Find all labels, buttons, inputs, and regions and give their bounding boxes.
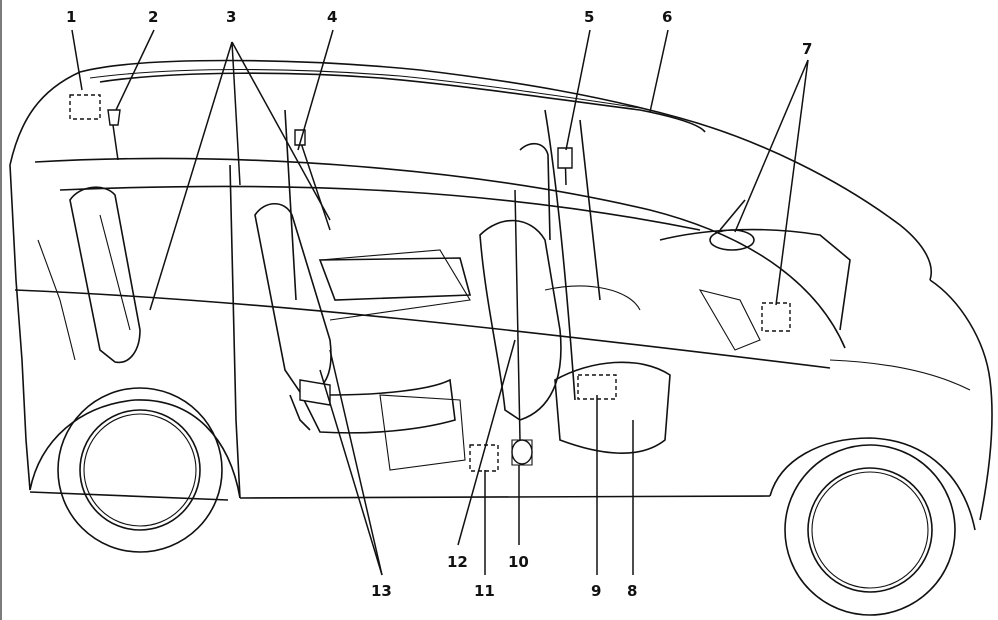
callout-4: 4 (327, 8, 337, 26)
callout-9: 9 (591, 582, 601, 600)
leader-lines (71, 29, 809, 576)
callout-7: 7 (802, 40, 812, 58)
callout-1: 1 (66, 8, 76, 26)
seat-belts (107, 109, 573, 441)
curtain-airbag-rail (99, 72, 706, 133)
cutaway-section-lines (14, 157, 846, 369)
pretensioner (511, 439, 533, 466)
callout-2: 2 (148, 8, 158, 26)
sensor-locations (69, 94, 791, 472)
front-passenger-seat (479, 142, 671, 454)
callout-labels: 1 2 3 4 5 6 7 8 9 10 11 12 13 (66, 8, 812, 600)
sensor-box-11 (469, 444, 499, 472)
callout-12: 12 (447, 553, 468, 571)
rear-wheel (57, 387, 223, 553)
callout-8: 8 (627, 582, 637, 600)
callout-6: 6 (662, 8, 672, 26)
third-row-seat (37, 186, 141, 364)
sensor-box-1 (69, 94, 101, 120)
callout-3: 3 (226, 8, 236, 26)
dashboard (659, 199, 851, 351)
front-wheel (784, 444, 956, 616)
callout-11: 11 (474, 582, 495, 600)
vehicle-body-outline (9, 59, 993, 531)
callout-10: 10 (508, 553, 529, 571)
center-console (318, 257, 472, 471)
sensor-box-7 (761, 302, 791, 332)
callout-13: 13 (371, 582, 392, 600)
callout-5: 5 (584, 8, 594, 26)
door-pillars (229, 109, 601, 499)
